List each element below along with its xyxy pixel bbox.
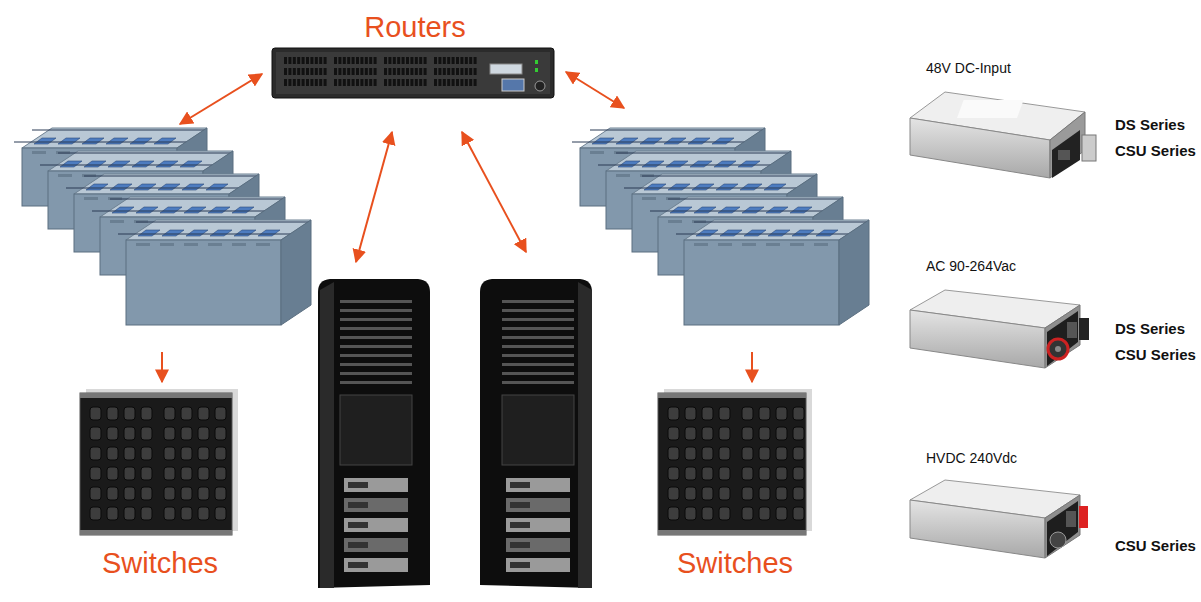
series-label: CSU Series [1115, 346, 1196, 364]
input-label: 48V DC-Input [926, 60, 1011, 77]
series-label: DS Series [1115, 320, 1185, 338]
switch-node: Switches [640, 540, 830, 590]
power-supply [910, 480, 1088, 558]
server-rack [480, 279, 592, 588]
battery-stack [14, 128, 311, 325]
series-label: CSU Series [1115, 537, 1196, 555]
series-label: DS Series [1115, 116, 1185, 134]
switch-node: Switches [60, 540, 260, 590]
switch-unit [80, 389, 238, 535]
switch-unit [658, 389, 812, 535]
arrows [162, 72, 752, 382]
server-rack [318, 279, 430, 588]
input-label: AC 90-264Vac [926, 258, 1016, 275]
series-label: CSU Series [1115, 142, 1196, 160]
node-heading: Switches [60, 546, 260, 580]
power-supply [910, 290, 1089, 368]
router-chassis [272, 48, 554, 98]
power-supply [910, 92, 1096, 178]
battery-stack [572, 128, 869, 325]
node-heading: Routers [300, 10, 530, 44]
input-label: HVDC 240Vdc [926, 450, 1017, 467]
node-heading: Switches [640, 546, 830, 580]
router-node: Routers [300, 8, 530, 46]
